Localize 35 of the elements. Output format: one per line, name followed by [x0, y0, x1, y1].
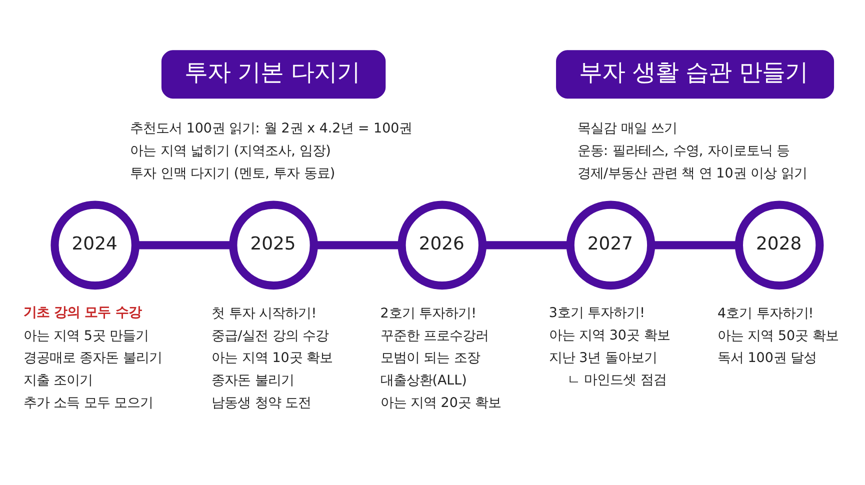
node-label: 경제/부동산 관련 책 연 10권 이상 읽기 [578, 166, 807, 182]
node-label: 독서 100권 달성 [717, 351, 817, 366]
node-label: ㄴ 마인드셋 점검 [566, 373, 666, 388]
node-label: 목실감 매일 쓰기 [578, 122, 678, 137]
node-box: 투자 기본 다지기 [161, 50, 386, 99]
node-box: 부자 생활 습관 만들기 [556, 50, 834, 99]
node-circle: 2024 [50, 200, 140, 290]
node-label: 종자돈 불리기 [212, 374, 294, 389]
node-label: 아는 지역 5곳 만들기 [23, 328, 149, 344]
node-label: 아는 지역 20곳 확보 [380, 396, 502, 412]
node-label: 4호기 투자하기! [717, 306, 814, 322]
node-label: 대출상환(ALL) [380, 374, 467, 389]
node-circle: 2027 [566, 200, 656, 290]
node-label: 추천도서 100권 읽기: 월 2권 x 4.2년 = 100권 [130, 122, 412, 137]
node-label: 모범이 되는 조장 [380, 351, 480, 366]
node-label: 남동생 청약 도전 [212, 396, 312, 412]
node-label: 아는 지역 넓히기 (지역조사, 임장) [130, 144, 331, 160]
node-label: 지출 조이기 [23, 374, 93, 389]
node-label: 기초 강의 모두 수강 [23, 305, 142, 320]
node-label: 3호기 투자하기! [548, 306, 646, 321]
node-label: 투자 인맥 다지기 (멘토, 투자 동료) [130, 166, 336, 182]
node-label: 첫 투자 시작하기! [212, 306, 317, 322]
node-circle: 2026 [398, 200, 487, 290]
node-label: 지난 3년 돌아보기 [548, 350, 657, 366]
node-label: 아는 지역 30곳 확보 [548, 328, 670, 344]
node-label: 중급/실전 강의 수강 [212, 328, 329, 344]
node-circle: 2028 [734, 200, 824, 290]
node-label: 추가 소득 모두 모으기 [23, 396, 154, 412]
node-label: 아는 지역 10곳 확보 [212, 351, 333, 366]
node-label: 꾸준한 프로수강러 [380, 328, 489, 344]
node-label: 경공매로 종자돈 불리기 [23, 351, 162, 366]
node-circle: 2025 [229, 200, 318, 290]
node-label: 운동: 필라테스, 수영, 자이로토닉 등 [578, 144, 790, 160]
node-label: 2호기 투자하기! [380, 306, 476, 322]
node-label: 아는 지역 50곳 확보 [717, 328, 838, 344]
